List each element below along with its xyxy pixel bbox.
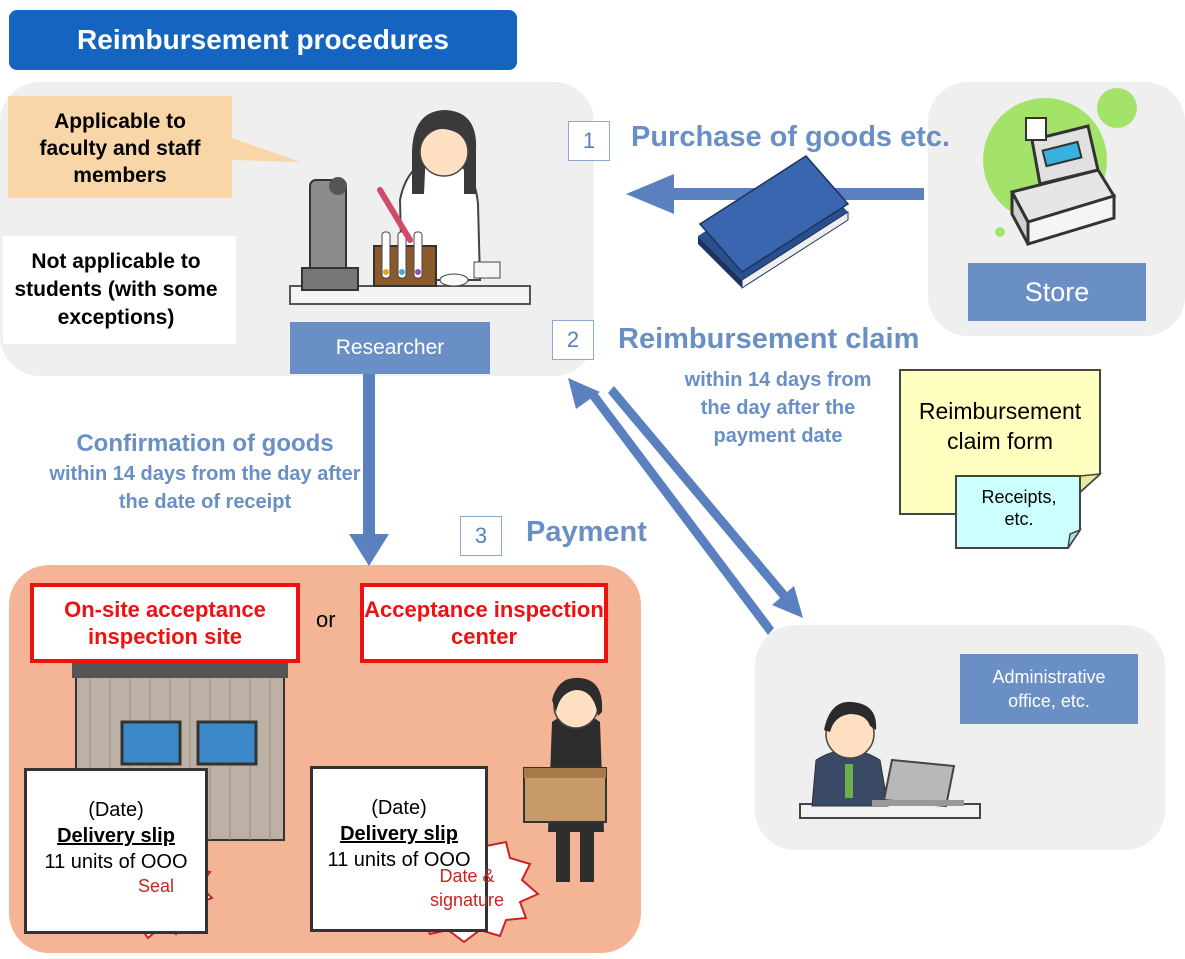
admin-illustration [799, 701, 981, 819]
receipts-label: Receipts, etc. [981, 487, 1057, 529]
researcher-illustration [289, 110, 531, 305]
delivery-slip-2: (Date) Delivery slip 11 units of OOO [310, 766, 488, 932]
confirmation-deadline: within 14 days from the day after the da… [49, 463, 361, 513]
not-applicable-note [3, 236, 236, 344]
not-applicable-text: Not applicable to students (with some ex… [14, 250, 218, 329]
step1-number: 1 [568, 121, 610, 161]
slip2-items: 11 units of OOO [327, 849, 471, 871]
claim-deadline: within 14 days from the day after the pa… [684, 369, 872, 447]
book-icon [698, 155, 850, 289]
claim-arrow [608, 386, 803, 618]
slip2-date: (Date) [371, 797, 427, 819]
confirmation-arrow [349, 374, 389, 566]
slip1-title: Delivery slip [57, 825, 175, 847]
step1-text: Purchase of goods etc. [631, 121, 951, 153]
or-label: or [316, 607, 336, 632]
inspector-illustration [523, 677, 607, 882]
slip1-items: 11 units of OOO [44, 851, 188, 873]
inspection-center: Acceptance inspection center [360, 583, 608, 663]
page-title: Reimbursement procedures [9, 10, 517, 70]
callout-bubble [8, 96, 300, 198]
store-label: Store [968, 263, 1146, 321]
step2-text: Reimbursement claim [618, 323, 920, 355]
admin-office-label: Administrative office, etc. [960, 654, 1138, 724]
date-signature-label: Date & signature [429, 866, 505, 910]
slip2-title: Delivery slip [340, 823, 458, 845]
applicable-note: Applicable to faculty and staff members [39, 110, 201, 187]
step3-number: 3 [460, 516, 502, 556]
delivery-slip-1: (Date) Delivery slip 11 units of OOO [24, 768, 208, 934]
slip1-date: (Date) [88, 799, 144, 821]
seal-label: Seal [137, 876, 175, 896]
onsite-inspection-site: On-site acceptance inspection site [30, 583, 300, 663]
researcher-label: Researcher [290, 322, 490, 374]
confirmation-heading: Confirmation of goods [76, 430, 334, 457]
claim-form-label: Reimbursement claim form [918, 398, 1082, 454]
cash-register-icon [983, 88, 1137, 247]
step2-number: 2 [552, 320, 594, 360]
step3-text: Payment [526, 516, 647, 548]
payment-arrow [568, 378, 774, 635]
receipts-sheet [955, 475, 1082, 549]
